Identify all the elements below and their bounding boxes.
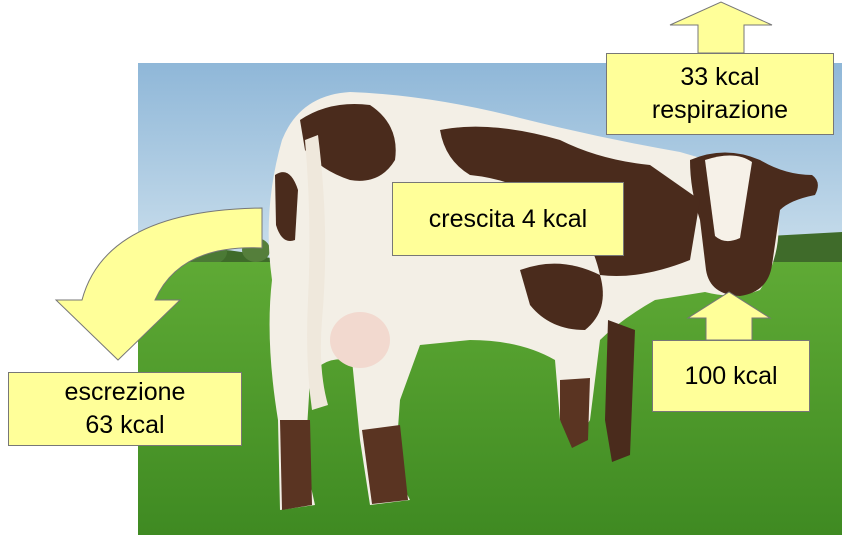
respiration-label-box: 33 kcal respirazione [606,53,834,135]
cow-spot [520,263,603,330]
excretion-label: escrezione 63 kcal [64,378,186,439]
cow-leg-spot [560,378,590,448]
cow-spot [275,172,298,241]
respiration-arrow [669,1,773,54]
cow-udder [330,312,390,368]
input-label: 100 kcal [684,361,778,390]
cow-leg-spot [362,425,408,504]
cow-spot [300,104,396,181]
cow-leg [605,320,635,462]
respiration-label: 33 kcal respirazione [651,63,789,124]
growth-label: crescita 4 kcal [428,204,588,233]
cow-leg-spot [280,420,312,510]
input-arrow [686,291,772,341]
cow-face-patch [705,155,752,242]
excretion-label-box: escrezione 63 kcal [8,372,242,446]
cow-tail [305,135,328,410]
input-label-box: 100 kcal [652,340,810,412]
excretion-curved-arrow [54,207,263,361]
growth-label-box: crescita 4 kcal [392,182,624,256]
